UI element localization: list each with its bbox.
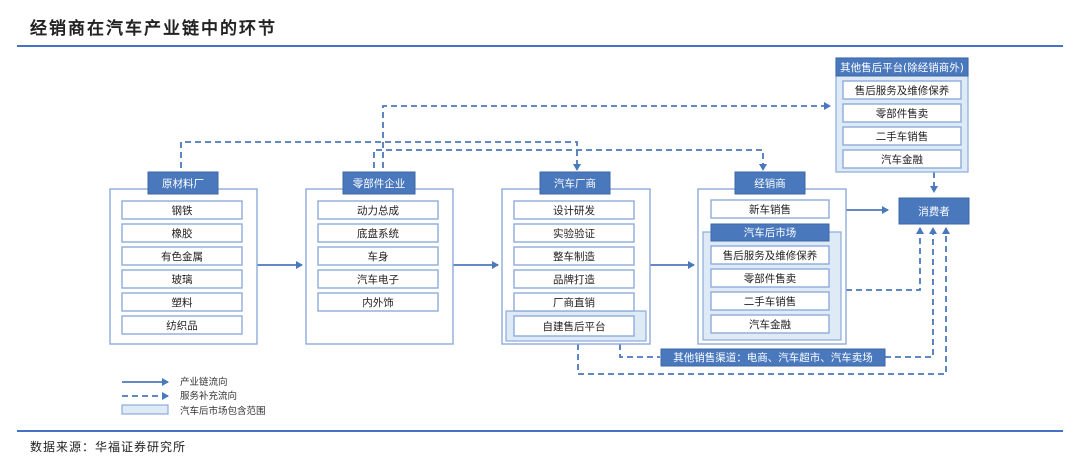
item-box [710,314,830,334]
footer-divider [17,430,1063,432]
stage-title: 零部件企业 [353,177,406,190]
item-label: 内外饰 [362,296,394,309]
consumer-node: 消费者 [898,197,970,225]
item-box [710,268,830,288]
item-label: 车身 [368,250,389,263]
item-label: 售后服务及维修保养 [855,84,950,97]
legend: 产业链流向 服务补充流向 汽车后市场包含范围 [121,376,266,417]
item-box [513,223,635,243]
item-label: 厂商直销 [553,296,595,309]
item-box [842,103,962,123]
item-label: 底盘系统 [357,227,399,240]
legend-label: 服务补充流向 [180,390,237,402]
item-label: 二手车销售 [744,295,797,308]
legend-label: 汽车后市场包含范围 [180,405,266,417]
item-box [121,315,243,335]
item-box [710,291,830,311]
item-label: 动力总成 [357,204,399,217]
item-box [710,245,830,265]
item-box [513,200,635,220]
item-label: 实验验证 [553,227,595,240]
other-sales-channels: 其他销售渠道：电商、汽车超市、汽车卖场 [660,348,886,367]
stage-title: 汽车厂商 [554,177,596,190]
item-box [842,149,962,169]
item-box [317,269,439,289]
item-box [317,292,439,312]
item-box [121,223,243,243]
item-box [842,126,962,146]
item-box [121,200,243,220]
page-title: 经销商在汽车产业链中的环节 [30,19,277,39]
item-label: 塑料 [172,296,193,309]
legend-shaded-box-icon [121,404,169,415]
item-box [513,269,635,289]
item-label: 二手车销售 [876,130,929,143]
item-label: 纺织品 [166,319,198,332]
title-divider [17,45,1063,47]
dashed-channels-to-consumer [885,227,937,358]
oem-aftermarket-item [513,315,635,337]
item-label: 有色金属 [161,250,203,263]
item-box [513,292,635,312]
legend-label: 产业链流向 [180,376,228,388]
item-box [317,246,439,266]
chain-flow-arrows [257,206,889,269]
item-label: 品牌打造 [553,273,595,286]
dashed-oem-to-consumer [577,227,950,375]
svg-text:消费者: 消费者 [918,205,950,218]
item-box [121,269,243,289]
item-box [121,292,243,312]
item-label: 设计研发 [553,204,595,217]
stage-title: 原材料厂 [162,177,204,190]
item-box [317,223,439,243]
platform-title: 其他售后平台(除经销商外) [840,61,964,74]
dashed-raw-to-oem [180,141,581,178]
data-source: 数据来源：华福证券研究所 [30,440,187,454]
item-label: 零部件售卖 [744,272,797,285]
item-label: 汽车电子 [357,273,399,286]
stage-title: 经销商 [754,177,786,190]
item-label: 新车销售 [749,203,791,216]
item-box [513,246,635,266]
item-label: 整车制造 [553,250,595,263]
item-label: 钢铁 [172,204,193,217]
dashed-parts-to-dealer [373,149,767,178]
item-label: 零部件售卖 [876,107,929,120]
item-label: 售后服务及维修保养 [723,249,818,262]
item-label: 汽车金融 [749,318,791,331]
dashed-oem-to-channels [619,344,660,358]
svg-text:其他销售渠道：电商、汽车超市、汽车卖场: 其他销售渠道：电商、汽车超市、汽车卖场 [673,351,873,364]
item-label: 橡胶 [172,227,193,240]
item-box [317,200,439,220]
item-label: 汽车金融 [881,153,923,166]
dashed-parts-to-other-platform [382,102,831,178]
item-label: 玻璃 [172,273,193,286]
dashed-dealer-to-consumer [846,227,924,291]
item-box [121,246,243,266]
item-label: 自建售后平台 [543,320,606,333]
aftermarket-title: 汽车后市场 [744,226,797,239]
service-flow-lines [180,102,950,375]
item-box [842,80,962,100]
